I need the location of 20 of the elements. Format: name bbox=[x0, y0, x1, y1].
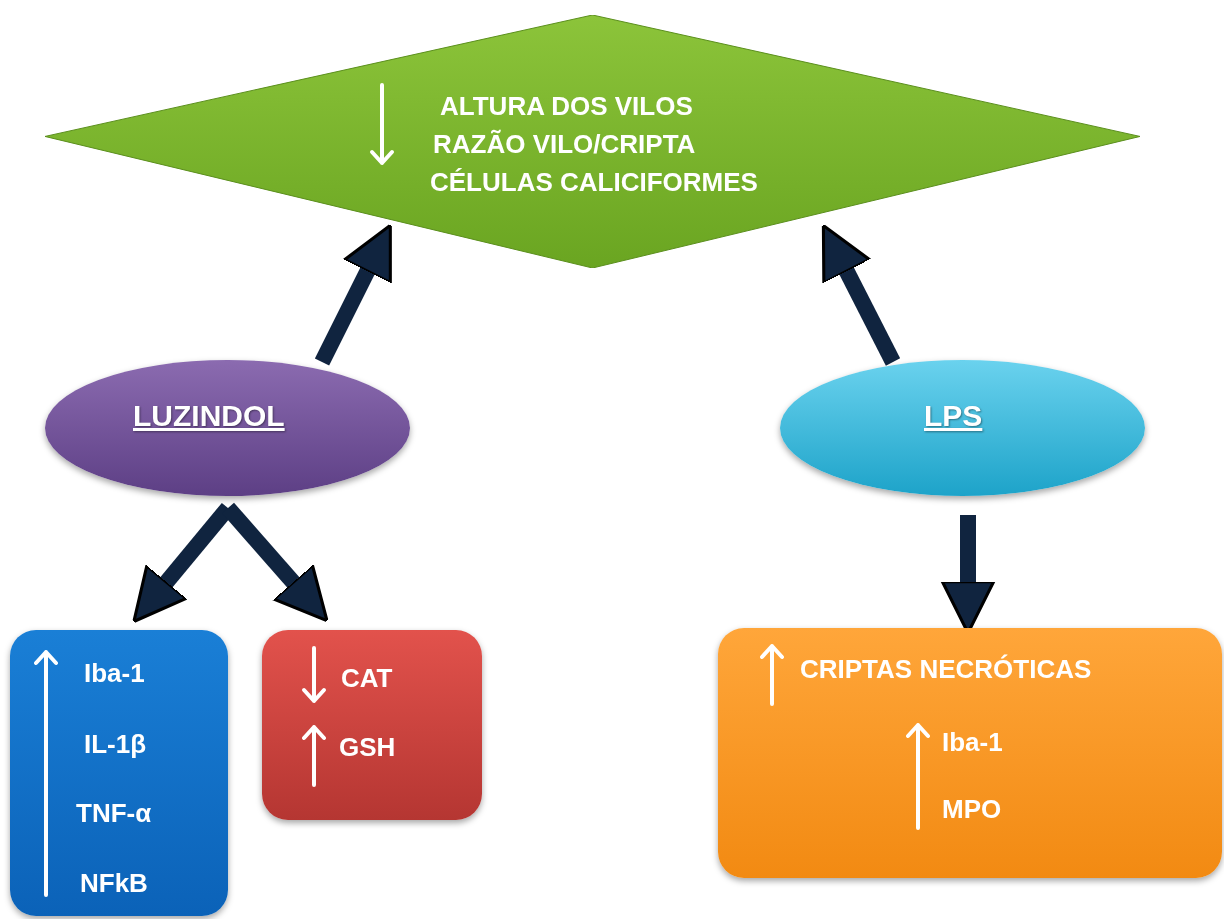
decision-diamond bbox=[45, 15, 1140, 268]
node-text: CRIPTAS NECRÓTICAS bbox=[800, 656, 1092, 682]
node-title: LPS bbox=[924, 401, 983, 431]
node-text: GSH bbox=[339, 734, 396, 760]
block-arrow bbox=[314, 223, 392, 366]
rounded-box bbox=[262, 630, 482, 820]
rounded-box bbox=[10, 630, 228, 916]
node-text: ALTURA DOS VILOS bbox=[440, 93, 693, 119]
node-text: Iba-1 bbox=[84, 660, 145, 686]
node-text: IL-1β bbox=[84, 731, 147, 757]
node-text: Iba-1 bbox=[942, 729, 1003, 755]
node-text: TNF-α bbox=[76, 800, 152, 826]
rounded-box bbox=[718, 628, 1222, 878]
node-text: CAT bbox=[341, 665, 393, 691]
node-text: CÉLULAS CALICIFORMES bbox=[430, 169, 758, 195]
node-title: LUZINDOL bbox=[133, 401, 285, 431]
node-text: MPO bbox=[942, 796, 1002, 822]
block-arrow bbox=[821, 224, 901, 366]
node-text: RAZÃO VILO/CRIPTA bbox=[433, 131, 696, 157]
node-text: NFkB bbox=[80, 870, 148, 896]
